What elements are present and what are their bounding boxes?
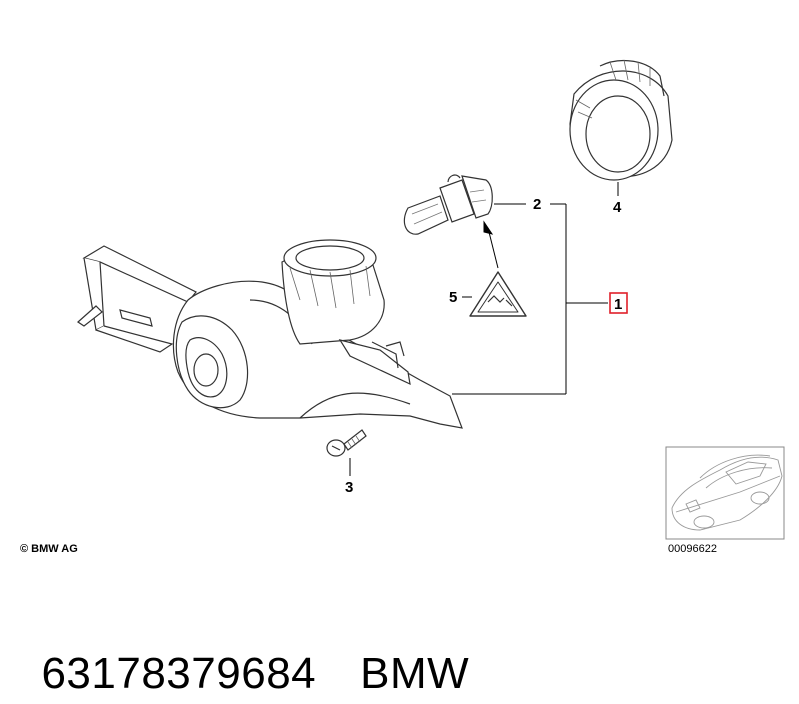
callout-5[interactable]: 5 [449, 289, 457, 306]
reference-number: 00096622 [668, 543, 717, 555]
copyright-text: © BMW AG [20, 543, 78, 555]
brand-name: BMW [360, 649, 470, 698]
screw [326, 429, 367, 457]
callout-1[interactable]: 1 [614, 296, 622, 313]
retaining-ring [569, 59, 673, 181]
callout-2[interactable]: 2 [533, 196, 541, 213]
parts-diagram: 1 2 3 4 5 © BMW AG 00096622 [20, 59, 785, 555]
callout-4[interactable]: 4 [613, 199, 622, 216]
car-thumbnail [665, 446, 785, 540]
part-number: 63178379684 [41, 649, 317, 698]
caption: 63178379684 BMW [16, 584, 469, 704]
bulb [403, 174, 493, 235]
warning-label [469, 271, 527, 317]
leader-lines [349, 182, 619, 476]
callout-1-highlight-box [609, 292, 628, 314]
callout-3[interactable]: 3 [345, 479, 353, 496]
fog-lamp-housing [77, 239, 463, 429]
